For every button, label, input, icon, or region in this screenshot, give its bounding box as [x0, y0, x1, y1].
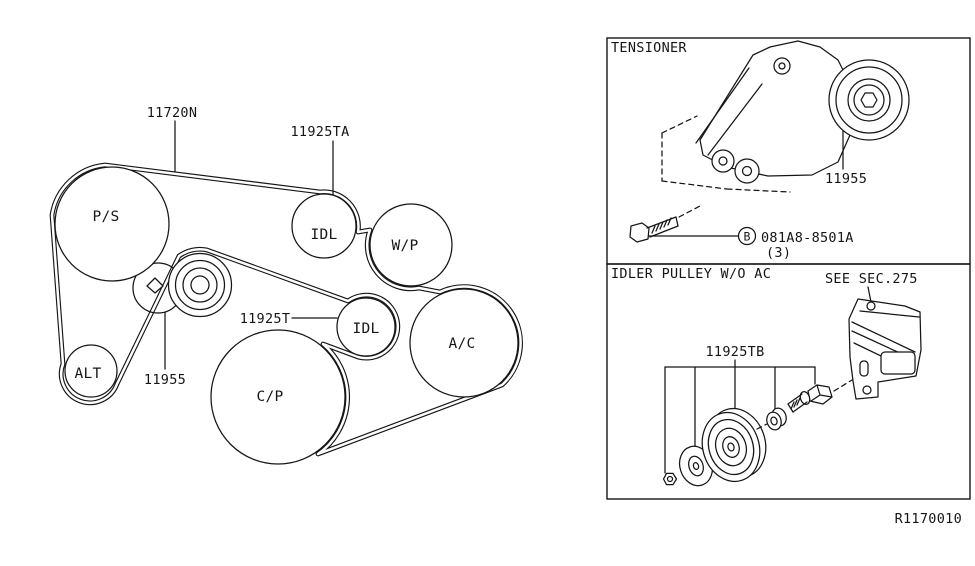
- idler-exploded-parts: 11925TB: [662, 344, 853, 487]
- belt-path-core: [50, 163, 522, 456]
- pulley-label-idl-low: IDL: [352, 321, 379, 337]
- main-callouts: 11720N 11925TA 11925T 11955: [144, 105, 350, 388]
- tensioner-dashed-lines: [661, 115, 791, 218]
- idler-part-number: 11925TB: [706, 344, 765, 360]
- leader-see-ref: [867, 286, 872, 303]
- tensioner-boss-2: [734, 158, 760, 184]
- tensioner-boss-1: [711, 149, 735, 173]
- pulley-label-alt: ALT: [74, 366, 101, 382]
- idler-pulley-drawing: [701, 407, 767, 483]
- idler-callout-tree: [664, 359, 816, 474]
- serpentine-belt: [49, 162, 523, 457]
- label-idler-upper-11925TA: 11925TA: [291, 124, 350, 140]
- pulleys: [54, 166, 519, 465]
- label-belt-11720N: 11720N: [147, 105, 198, 121]
- bolt-symbol-circle: [737, 226, 757, 246]
- tensioner-panel-title: TENSIONER: [611, 40, 687, 56]
- tensioner-assembly-drawing: B 081A8-8501A (3) 11955: [629, 40, 910, 261]
- idler-nut: [662, 472, 678, 486]
- bolt-part-number: 081A8-8501A: [761, 230, 854, 246]
- tensioner-arm-edge: [695, 67, 750, 144]
- pulley-idler-upper: [291, 193, 357, 259]
- tensioner-part-number: 11955: [825, 171, 867, 187]
- axis-dash-2: [833, 379, 853, 392]
- pulley-water-pump: [369, 203, 453, 287]
- pulley-tensioner-rings: [167, 252, 233, 318]
- tensioner-arm-key: [146, 277, 164, 294]
- bracket-see-ref: SEE SEC.275: [825, 271, 918, 287]
- pulley-label-wp: W/P: [391, 238, 418, 254]
- bracket-slot: [859, 360, 869, 377]
- page-code: R1170010: [895, 511, 962, 527]
- idler-bolt: [787, 384, 833, 413]
- pulley-alternator: [64, 344, 118, 398]
- pulley-crankshaft: [210, 329, 346, 465]
- axis-dash-1: [756, 423, 768, 430]
- tensioner-arm-edge2: [707, 83, 763, 156]
- label-idler-lower-11925T: 11925T: [240, 311, 291, 327]
- pulley-power-steering: [54, 166, 170, 282]
- bracket-top-hole: [866, 301, 876, 311]
- bracket-inner-panel: [880, 351, 916, 375]
- pulley-ac-compressor: [409, 288, 519, 398]
- pulley-idler-lower: [336, 297, 396, 357]
- pulley-label-idl-top: IDL: [310, 227, 337, 243]
- pulley-labels: P/S IDL W/P IDL A/C C/P ALT: [74, 209, 475, 405]
- pulley-label-cp: C/P: [256, 389, 283, 405]
- label-tensioner-11955: 11955: [144, 372, 186, 388]
- idler-bracket-drawing: [848, 298, 922, 400]
- bolt-quantity: (3): [766, 245, 791, 261]
- bracket-foot-hole: [862, 385, 872, 395]
- tensioner-bolt: [629, 216, 679, 243]
- pulley-label-ac: A/C: [448, 336, 475, 352]
- idler-panel-box: [606, 263, 971, 500]
- bolt-symbol: B: [744, 230, 751, 244]
- pulley-label-ps: P/S: [92, 209, 119, 225]
- idler-panel-title: IDLER PULLEY W/O AC: [611, 266, 771, 282]
- idler-spacer: [766, 407, 787, 431]
- tensioner-pulley-drawing: [828, 59, 910, 141]
- tensioner-top-boss: [773, 57, 791, 75]
